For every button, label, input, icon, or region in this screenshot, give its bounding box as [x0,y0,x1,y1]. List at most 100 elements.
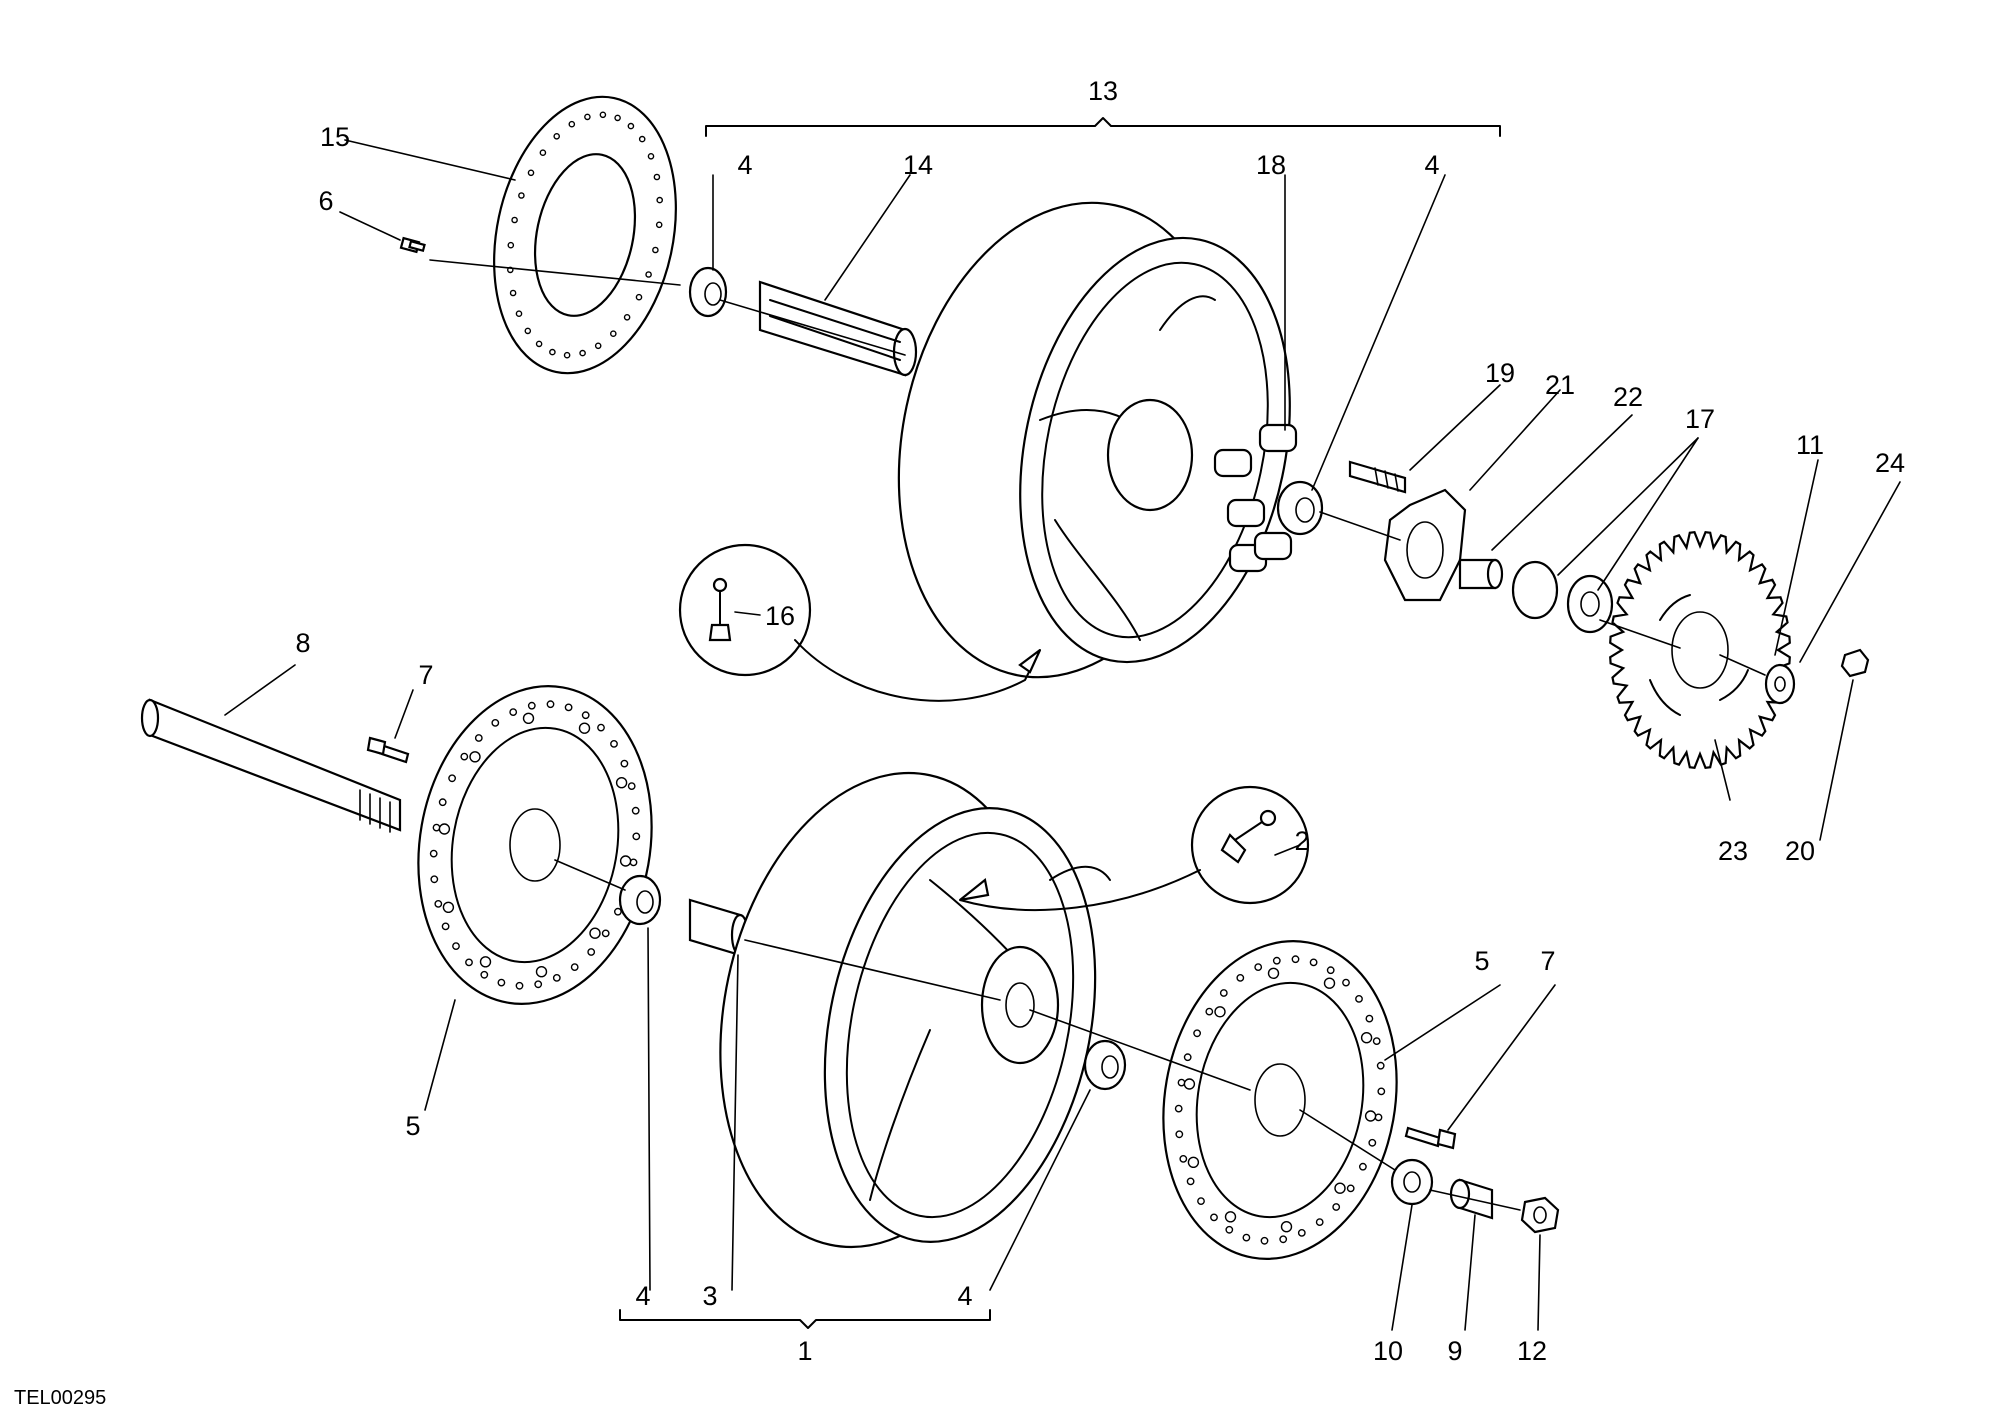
disc-hole [438,798,447,807]
disc-hole [1309,958,1318,967]
disc-hole [1346,1184,1355,1193]
disc-hole [655,221,663,229]
front-brake-disc-left [417,685,653,1005]
label-4-rear-left: 4 [737,150,752,180]
disc-hole [610,740,618,748]
disc-hole [1372,1037,1381,1046]
disc-hole [570,963,579,971]
disc-hole [469,751,481,763]
disc-hole [1342,978,1350,987]
disc-hole [1326,966,1335,975]
disc-hole [552,974,561,982]
disc-hole [599,111,607,119]
disc-hole [652,246,659,254]
rear-bearing-right [1276,480,1324,536]
disc-hole [442,901,455,913]
front-axle-washer [1390,1158,1434,1206]
disc-hole [610,330,617,338]
carrier-spacer [1458,558,1504,590]
disc-hole [474,734,483,742]
disc-hole [653,173,661,181]
disc-hole [549,348,556,356]
label-19: 19 [1485,358,1515,388]
disc-hole [587,948,596,956]
disc-hole [1376,1061,1385,1070]
disc-hole [1242,1233,1251,1242]
label-3: 3 [702,1281,717,1311]
disc-hole [515,981,524,990]
disc-hole [1365,1014,1374,1023]
sprocket-stud [1348,460,1407,494]
front-disc-bolt-right [1404,1126,1457,1150]
label-20: 20 [1785,836,1815,866]
label-10: 10 [1373,1336,1403,1366]
disc-hole [584,113,591,121]
label-9: 9 [1447,1336,1462,1366]
disc-hole [515,310,523,318]
disc-hole [615,777,628,789]
disc-hole [614,114,621,122]
label-18: 18 [1256,150,1286,180]
brace-1 [619,1309,991,1329]
disc-hole [522,712,535,724]
rear-brake-disc [493,95,677,375]
callout-labels: 13 15 6 4 14 18 4 19 21 22 17 11 24 16 8… [295,76,1905,1366]
label-8: 8 [295,628,310,658]
label-15: 15 [320,122,350,152]
disc-hole [1197,1197,1205,1206]
label-4-front-right: 4 [957,1281,972,1311]
disc-hole [448,774,456,783]
brace-13 [705,117,1501,137]
leader-lines [224,139,1901,1331]
disc-hole [579,349,586,357]
label-6: 6 [318,186,333,216]
valve-callout-16 [678,543,1042,702]
disc-hole [1214,1006,1226,1018]
disc-hole [1377,1087,1386,1096]
disc-hole [1236,974,1245,982]
front-disc-bolt-left [366,736,410,764]
label-14: 14 [903,150,933,180]
disc-hole [1355,995,1363,1003]
front-bearing-right [1083,1039,1127,1091]
disc-hole [1177,1078,1186,1087]
disc-hole [564,703,573,712]
sprocket-carrier [1383,488,1467,602]
disc-hole [491,719,500,727]
disc-hole [1175,1130,1184,1139]
label-16: 16 [765,601,795,631]
disc-hole [1368,1138,1377,1147]
disc-hole [1186,1177,1195,1186]
disc-hole [460,752,469,761]
label-21: 21 [1545,370,1575,400]
disc-hole [1210,1213,1218,1222]
disc-hole [518,192,525,199]
label-4-rear-right: 4 [1424,150,1439,180]
label-7-right: 7 [1540,946,1555,976]
rear-wheel-rim [897,201,1291,679]
disc-hole [581,711,590,720]
disc-hole [1260,1236,1269,1245]
disc-screw [399,236,426,254]
disc-hole [1183,1053,1192,1062]
disc-hole [1360,1031,1373,1044]
label-13: 13 [1088,76,1118,106]
label-17: 17 [1685,404,1715,434]
label-7-left: 7 [418,660,433,690]
disc-hole [438,823,451,835]
disc-hole [1219,989,1228,997]
disc-hole [452,942,460,950]
drawing-code: TEL00295 [14,1387,106,1409]
disc-hole [429,849,438,858]
disc-hole [534,980,543,989]
sprocket-nut [1840,648,1870,678]
front-brake-disc-right [1162,940,1398,1260]
disc-hole [1254,963,1263,971]
disc-hole [527,169,535,177]
label-23: 23 [1718,836,1748,866]
disc-hole [1315,1218,1324,1227]
assembly-axis-lines [429,259,1766,1211]
front-bearing-left [618,874,662,926]
